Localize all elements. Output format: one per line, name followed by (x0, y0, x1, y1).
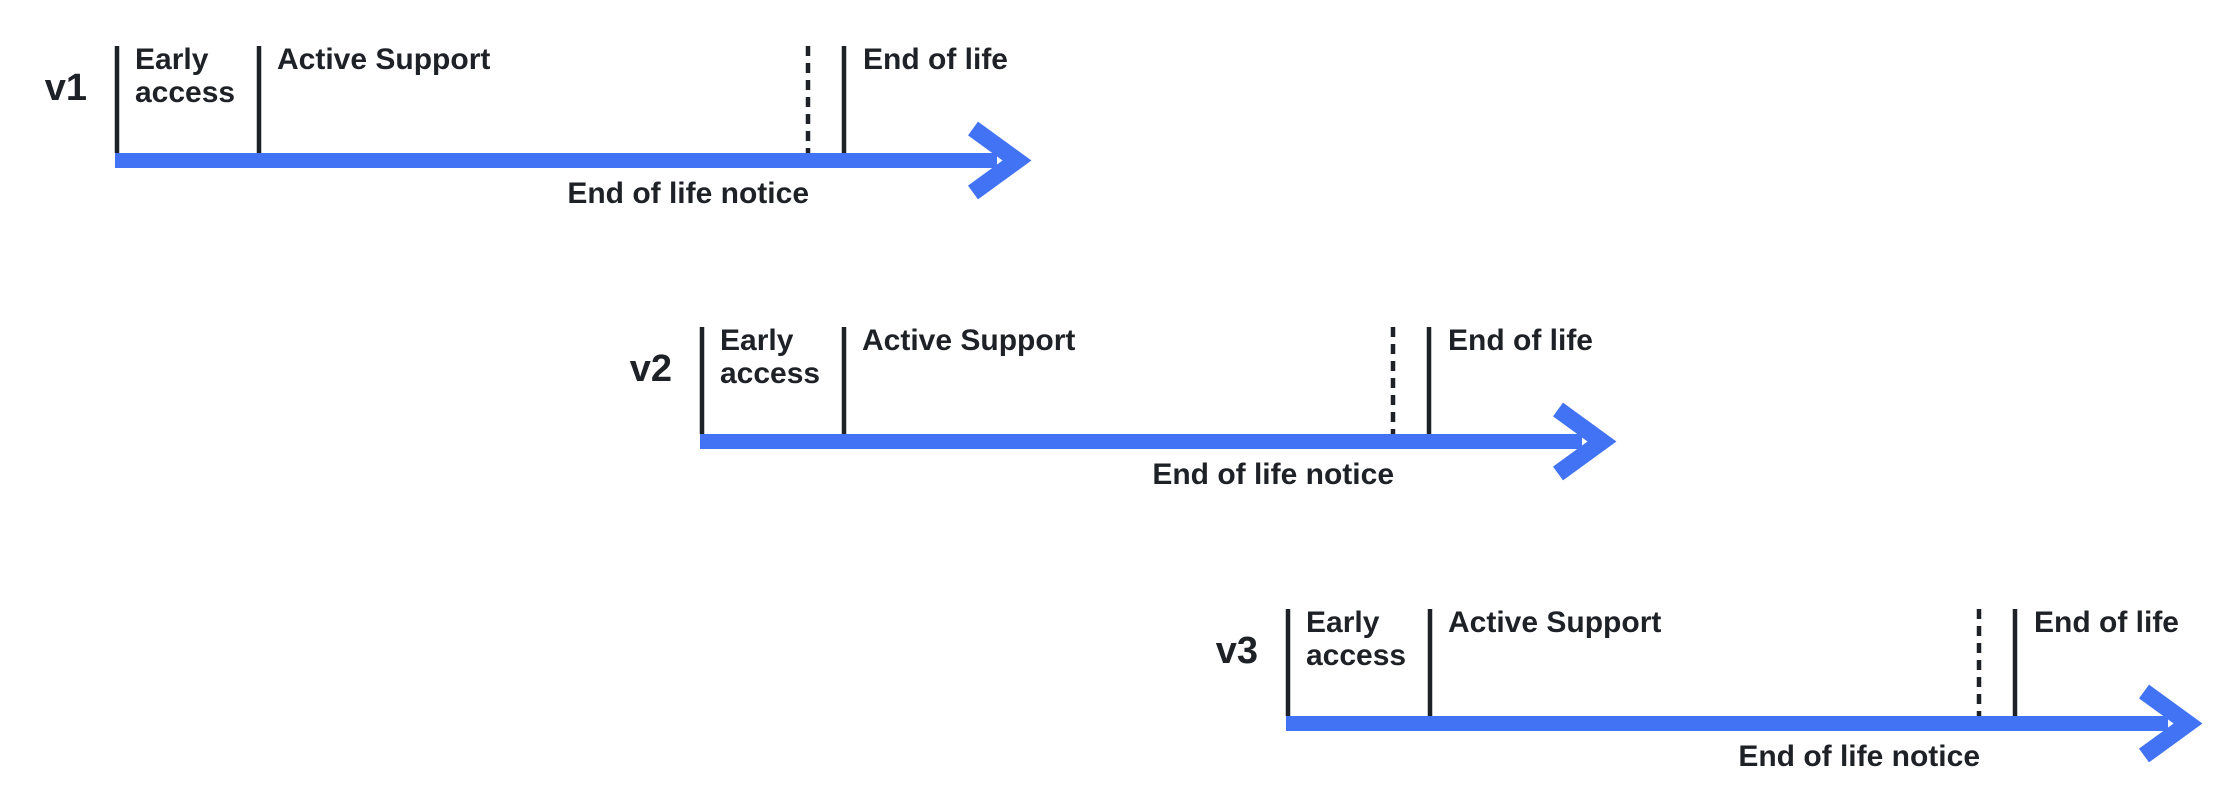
end-of-life-notice-label: End of life notice (1738, 740, 1980, 773)
version-label: v1 (44, 67, 87, 109)
arrowhead-icon (2139, 684, 2203, 763)
version-label: v3 (1215, 630, 1258, 672)
version-label: v2 (629, 348, 672, 390)
timeline-arrow (699, 327, 1617, 481)
end-of-life-label: End of life (1448, 324, 1593, 357)
arrowhead-icon (1553, 402, 1617, 481)
end-of-life-label: End of life (2034, 606, 2179, 639)
timeline-arrow (114, 46, 1032, 200)
early-access-label: Early access (135, 43, 236, 109)
active-support-label: Active Support (277, 43, 491, 76)
arrowhead-icon (968, 121, 1032, 200)
early-access-label: Early access (1306, 606, 1407, 672)
active-support-label: Active Support (862, 324, 1076, 357)
end-of-life-label: End of life (863, 43, 1008, 76)
early-access-label: Early access (720, 324, 821, 390)
timeline-arrow (1285, 609, 2203, 763)
end-of-life-notice-label: End of life notice (567, 177, 809, 210)
end-of-life-notice-label: End of life notice (1152, 458, 1394, 491)
active-support-label: Active Support (1448, 606, 1662, 639)
